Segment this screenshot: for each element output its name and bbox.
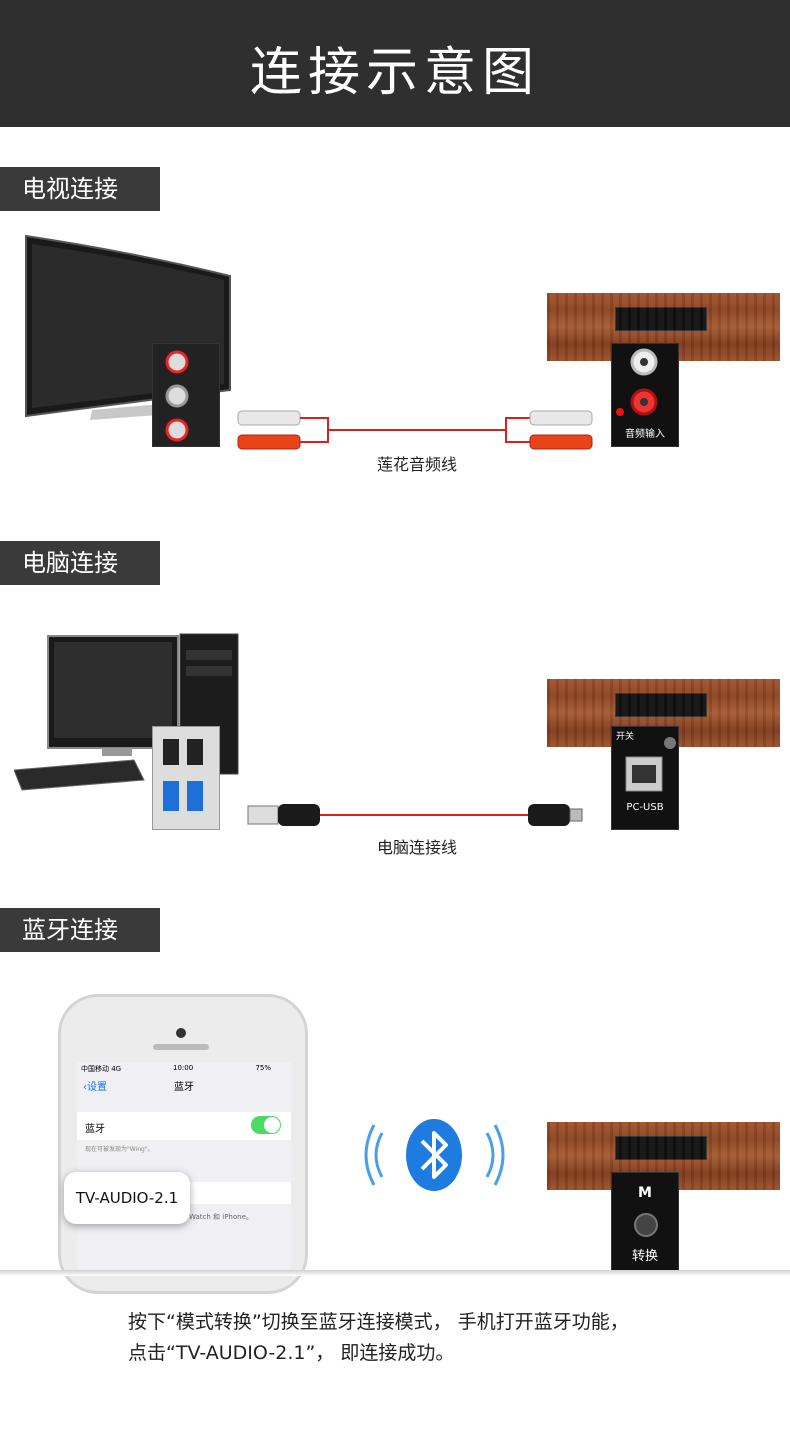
screen-title: 蓝牙 — [174, 1082, 194, 1093]
bluetooth-toggle[interactable] — [251, 1116, 281, 1134]
speaker-control-panel — [615, 1136, 707, 1160]
cable-label-usb: 电脑连接线 — [377, 838, 458, 857]
phone-screen: 中国移动 4G 10:00 75% ‹设置 蓝牙 蓝牙 现在可被发现为"Wing… — [77, 1062, 291, 1274]
bluetooth-icon — [420, 1131, 448, 1179]
speaker-grille — [153, 1044, 209, 1050]
speaker-mode-panel: M 转换 — [611, 1172, 679, 1274]
speaker-control-panel — [615, 693, 707, 717]
section-label-tv: 电视连接 — [0, 167, 160, 211]
speaker-audio-input-panel: 音频输入 — [611, 343, 679, 447]
time-text: 10:00 — [173, 1064, 194, 1072]
back-button[interactable]: ‹设置 — [83, 1082, 107, 1093]
carrier-text: 中国移动 4G — [81, 1065, 122, 1073]
speaker-control-panel — [615, 307, 707, 331]
tv-rca-jacks — [152, 343, 220, 447]
divider — [0, 1270, 790, 1276]
mode-key-label: M — [638, 1185, 652, 1201]
cable-label-rca: 莲花音频线 — [377, 455, 458, 474]
mode-button[interactable] — [634, 1213, 658, 1237]
usb-cable — [246, 798, 592, 832]
mode-switch-label: 转换 — [631, 1249, 658, 1264]
rca-cable — [236, 405, 616, 455]
section-label-pc: 电脑连接 — [0, 541, 160, 585]
instruction-line-2: 点击“TV-AUDIO-2.1”， 即连接成功。 — [128, 1342, 455, 1364]
phone: 中国移动 4G 10:00 75% ‹设置 蓝牙 蓝牙 现在可被发现为"Wing… — [58, 994, 308, 1294]
pc-usb-ports — [152, 726, 220, 830]
battery-text: 75% — [255, 1064, 271, 1072]
instruction-line-1: 按下“模式转换”切换至蓝牙连接模式， 手机打开蓝牙功能， — [128, 1311, 629, 1333]
watch-note: Watch 和 iPhone。 — [189, 1213, 253, 1221]
title-banner: 连接示意图 — [0, 0, 790, 127]
camera-icon — [176, 1028, 186, 1038]
speaker-usb-panel: 开关 PC-USB — [611, 726, 679, 830]
device-name-bubble[interactable]: TV-AUDIO-2.1 — [64, 1172, 190, 1224]
section-label-bt: 蓝牙连接 — [0, 908, 160, 952]
discoverable-text: 现在可被发现为"Wing"。 — [85, 1146, 154, 1153]
bluetooth-row-label: 蓝牙 — [85, 1124, 105, 1135]
audio-input-label: 音频输入 — [625, 429, 665, 440]
switch-label: 开关 — [616, 732, 635, 742]
chevron-left-icon: ‹ — [83, 1082, 87, 1093]
page-title: 连接示意图 — [249, 43, 540, 103]
pc-usb-label: PC-USB — [626, 802, 664, 813]
bluetooth-row: 蓝牙 — [77, 1112, 291, 1140]
bluetooth-symbol — [362, 1115, 507, 1195]
